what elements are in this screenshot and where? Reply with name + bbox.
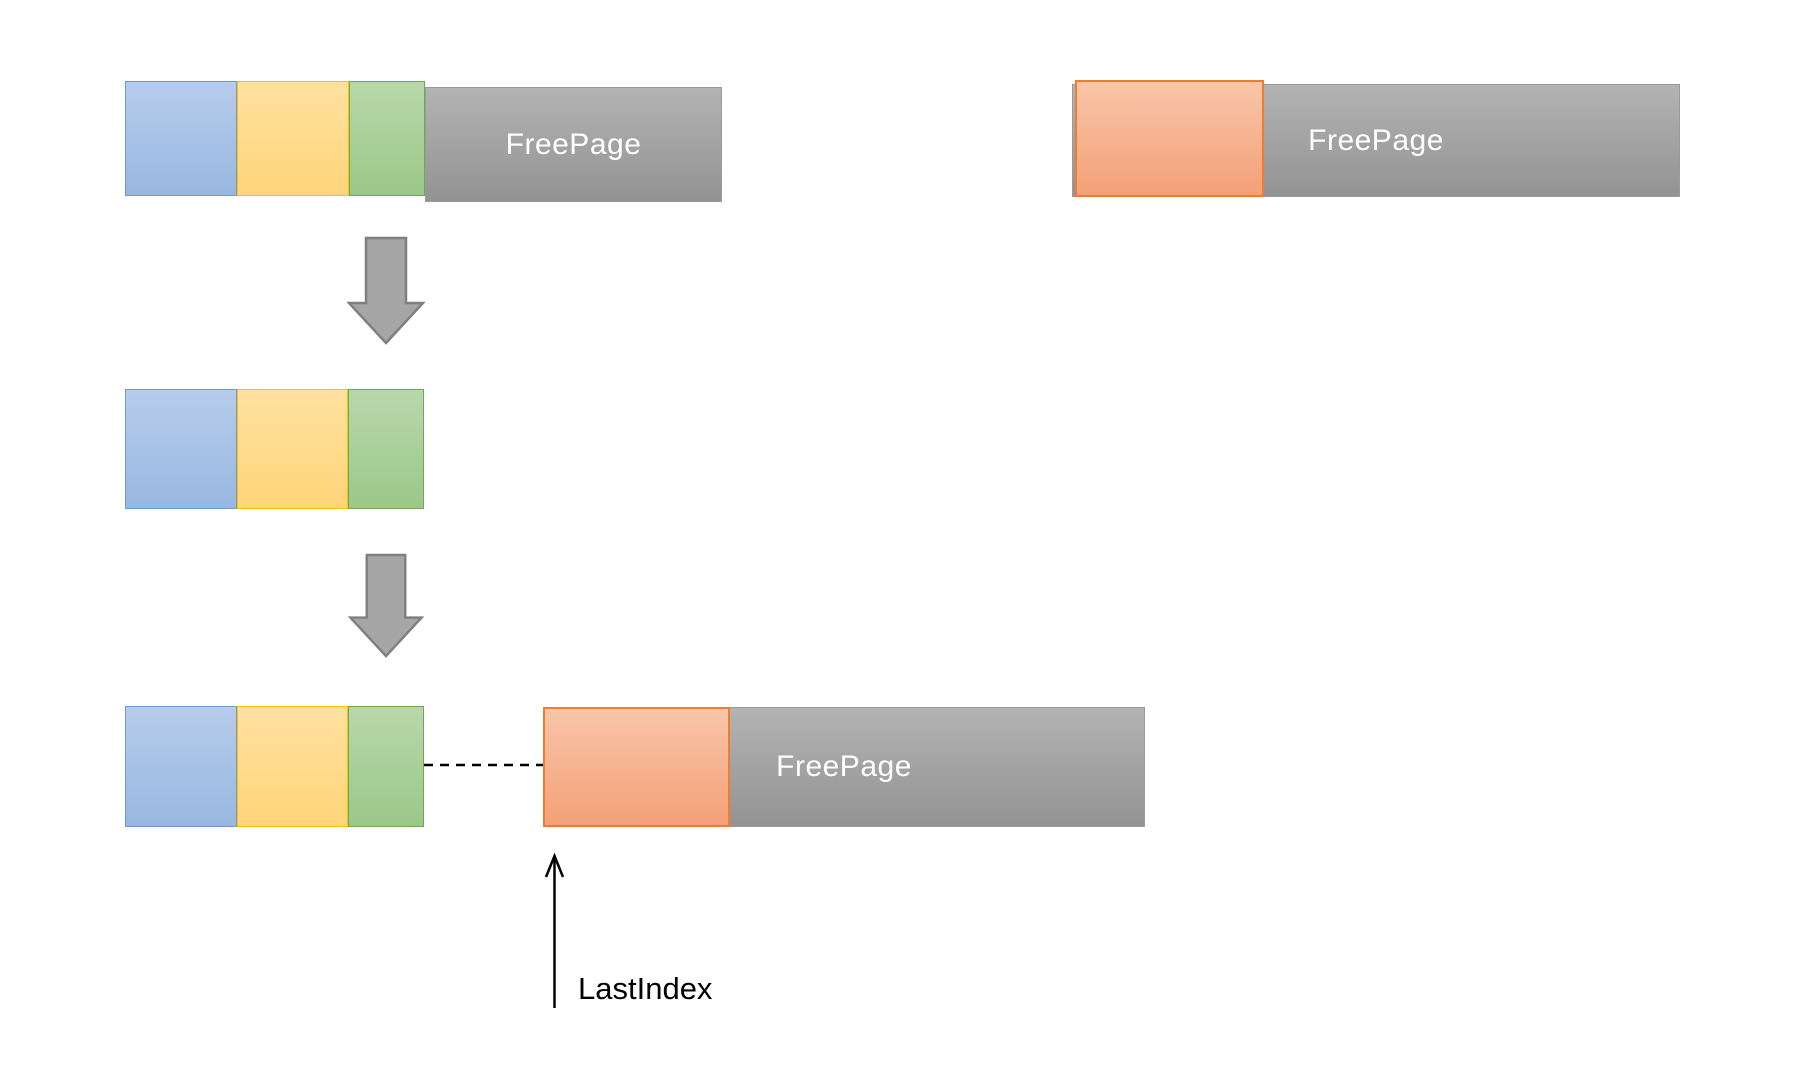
dashed-connector xyxy=(424,763,545,767)
page-block-green xyxy=(348,706,424,827)
page-block-green xyxy=(349,81,425,196)
free-page-block: FreePage xyxy=(425,87,722,202)
free-page-label: FreePage xyxy=(1308,123,1444,157)
page-block-blue xyxy=(125,706,237,827)
down-arrow-icon xyxy=(347,236,425,345)
page-block-blue xyxy=(125,81,237,196)
free-page-label: FreePage xyxy=(505,127,642,161)
allocated-page-block-orange xyxy=(543,707,730,827)
page-block-yellow xyxy=(237,389,348,509)
last-index-pointer-arrow xyxy=(544,852,565,1008)
page-block-yellow xyxy=(237,81,349,196)
page-block-green xyxy=(348,389,424,509)
page-block-yellow xyxy=(237,706,348,827)
free-page-label: FreePage xyxy=(776,750,912,783)
down-arrow-icon xyxy=(347,553,425,658)
page-block-blue xyxy=(125,389,237,509)
allocated-page-block-orange xyxy=(1075,80,1264,197)
last-index-label: LastIndex xyxy=(578,971,713,1006)
